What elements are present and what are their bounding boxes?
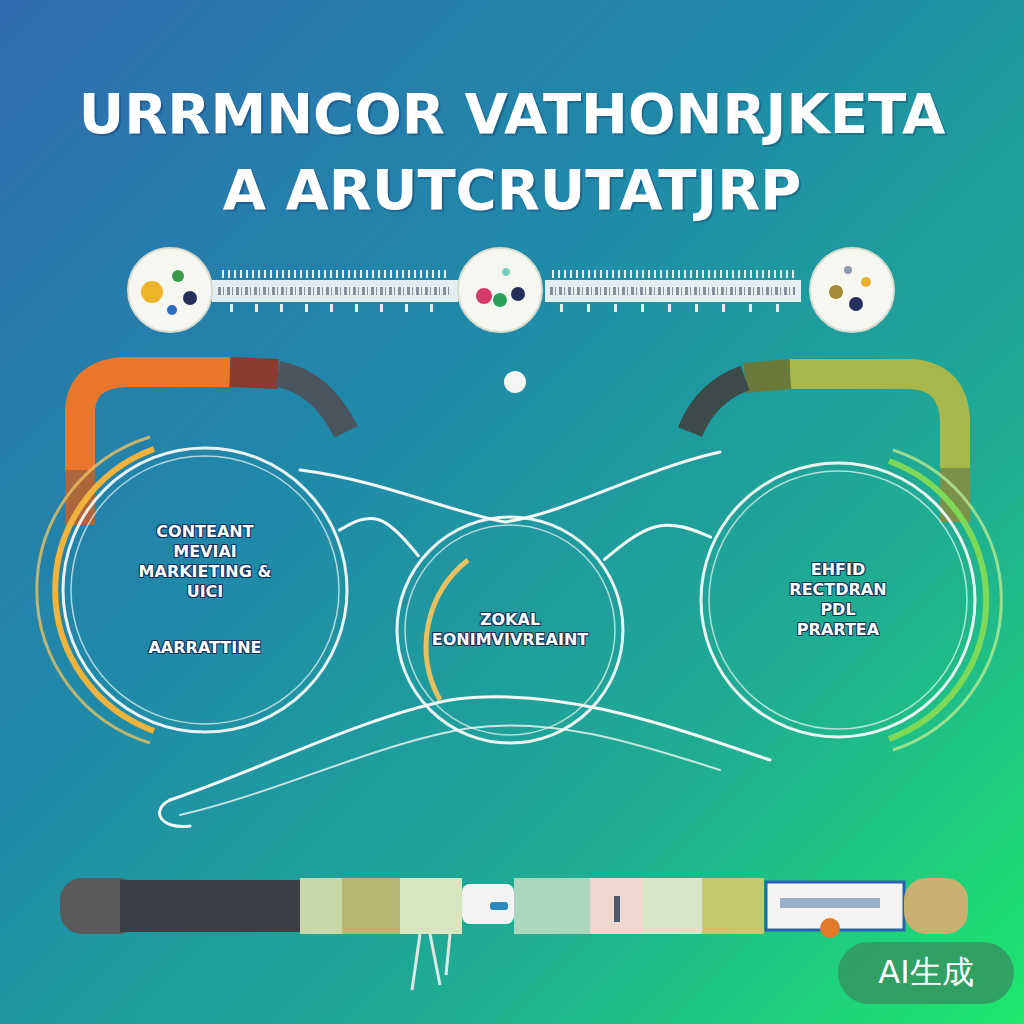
strip-segment <box>300 878 342 934</box>
bar-ticks <box>560 304 790 312</box>
strip-segment <box>590 878 642 934</box>
strip-segment <box>120 880 300 932</box>
icon-disc <box>458 248 542 332</box>
circle-ring <box>709 471 967 729</box>
strip-segment <box>514 878 590 934</box>
icon-disc <box>810 248 894 332</box>
poster-title: URRMNCOR VATHONRJKETA A ARUTCRUTATJRP <box>50 76 974 228</box>
palette-icon <box>128 248 212 332</box>
concept-circle: CONTEANT MEVIAI MARKIETING & UICI AARRATT… <box>60 445 350 735</box>
dark-olive-band <box>745 374 790 378</box>
icon-dot <box>141 281 163 303</box>
node-text: AARRATTINE <box>125 638 285 658</box>
icon-dot <box>502 268 510 276</box>
device-light <box>490 902 508 910</box>
icon-dot <box>476 288 492 304</box>
node-text: CONTEANT MEVIAI MARKIETING & UICI <box>138 522 272 602</box>
strip-mark <box>614 896 620 922</box>
text-bar <box>212 280 458 302</box>
sketch-line <box>180 725 720 815</box>
sketch-line <box>160 800 190 827</box>
palette-icon <box>810 248 894 332</box>
green-arc <box>889 461 986 739</box>
strip-segment <box>702 878 764 934</box>
node-text: ZOKAL EONIMVIVREAINT <box>410 610 610 650</box>
circle-ring <box>701 463 975 737</box>
connector-line <box>339 518 418 555</box>
handlebar-right <box>690 374 955 522</box>
icon-dot <box>172 270 184 282</box>
watermark-badge: AI生成 <box>838 942 1014 1004</box>
bar-ticks <box>222 270 450 278</box>
node-text: EHFID RECTDRAN PDL PRARTEA <box>782 560 894 640</box>
icon-dot <box>511 287 525 301</box>
strip-segment <box>642 878 702 934</box>
bottom-strip <box>60 878 968 990</box>
bar-ticks <box>552 270 795 278</box>
connector-line <box>605 525 711 559</box>
circle-ring <box>71 456 339 724</box>
red-band <box>230 372 278 374</box>
icon-dot <box>167 305 177 315</box>
icon-dot <box>829 285 843 299</box>
icon-dot <box>849 297 863 311</box>
icon-dot <box>183 291 197 305</box>
concept-circle: EHFID RECTDRAN PDL PRARTEA <box>698 460 978 740</box>
white-dot <box>504 371 526 393</box>
drip-lines <box>412 934 450 990</box>
icon-disc <box>128 248 212 332</box>
sketch-line <box>300 452 720 522</box>
strip-segment <box>342 878 400 934</box>
concept-circle: ZOKAL EONIMVIVREAINT <box>394 514 626 746</box>
strip-device <box>462 884 514 924</box>
icon-row <box>128 248 894 393</box>
green-arc <box>893 450 1001 750</box>
palette-icon <box>458 248 542 332</box>
grey-band <box>278 374 346 432</box>
strip-segment <box>400 878 462 934</box>
circle-ring <box>63 448 347 732</box>
strip-cap <box>904 878 968 934</box>
screen-knob <box>820 918 840 938</box>
screen-bar <box>780 898 880 908</box>
circle-ring <box>397 517 623 743</box>
bar-ticks <box>230 304 440 312</box>
bar-scribble <box>218 287 452 295</box>
icon-dot <box>861 277 871 287</box>
grey-band <box>690 378 745 432</box>
bar-scribble <box>550 287 795 295</box>
text-bar <box>545 280 801 302</box>
circle-ring <box>405 525 615 735</box>
icon-dot <box>844 266 852 274</box>
icon-dot <box>493 293 507 307</box>
yellow-arc <box>37 437 150 743</box>
